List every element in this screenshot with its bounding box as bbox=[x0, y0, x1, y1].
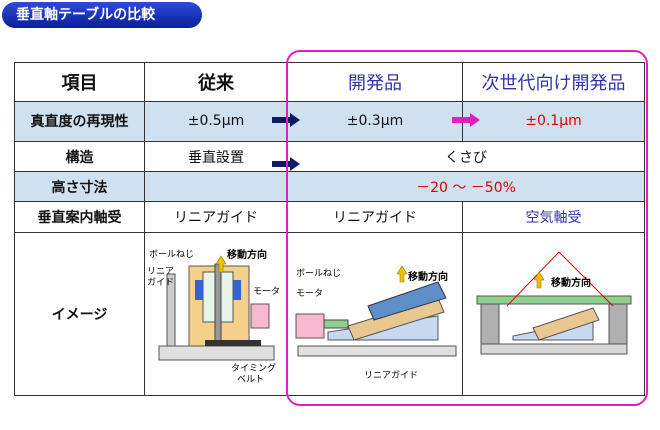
image-row: イメージ ボールねじ 移動方向 リニア ガイド モータ タイミング ベルト bbox=[14, 231, 645, 397]
next-gen-diagram: 移動方向 bbox=[476, 251, 632, 355]
guide-developed: リニアガイド bbox=[287, 201, 463, 233]
guide-conventional: リニアガイド bbox=[144, 201, 288, 233]
dev-ballscrew-label: ボールねじ bbox=[296, 268, 341, 279]
conv-guide-label: ガイド bbox=[147, 277, 174, 288]
developed-diagram-cell: ボールねじ モータ 移動方向 リニアガイド bbox=[287, 231, 463, 397]
conv-linear-label: リニア bbox=[147, 267, 174, 277]
height-label: 高さ寸法 bbox=[14, 171, 145, 203]
dev-linear-guide-label: リニアガイド bbox=[364, 370, 418, 381]
next-gen-diagram-cell: 移動方向 bbox=[462, 231, 645, 397]
comparison-table: 項目 従来 開発品 次世代向け開発品 真直度の再現性 ±0.5μm ±0.3μm… bbox=[14, 62, 645, 397]
guide-label: 垂直案内軸受 bbox=[14, 201, 145, 233]
conventional-diagram: ボールねじ 移動方向 リニア ガイド モータ タイミング ベルト bbox=[147, 248, 280, 385]
dev-direction-label: 移動方向 bbox=[408, 270, 448, 283]
structure-new: くさび bbox=[287, 141, 645, 173]
structure-row: 構造 垂直設置 くさび bbox=[14, 141, 645, 173]
header-conventional: 従来 bbox=[144, 62, 288, 102]
conv-direction-label: 移動方向 bbox=[227, 248, 267, 261]
arrow-icon bbox=[272, 113, 300, 127]
accuracy-next-gen: ±0.1μm bbox=[462, 100, 645, 143]
developed-diagram: ボールねじ モータ 移動方向 リニアガイド bbox=[295, 265, 457, 381]
header-next-gen: 次世代向け開発品 bbox=[462, 62, 645, 102]
conv-motor-label: モータ bbox=[253, 286, 280, 297]
guide-row: 垂直案内軸受 リニアガイド リニアガイド 空気軸受 bbox=[14, 201, 645, 233]
dev-motor-label: モータ bbox=[296, 288, 323, 299]
accuracy-conventional: ±0.5μm bbox=[144, 100, 288, 143]
structure-label: 構造 bbox=[14, 141, 145, 173]
header-row: 項目 従来 開発品 次世代向け開発品 bbox=[14, 62, 645, 102]
accuracy-row: 真直度の再現性 ±0.5μm ±0.3μm ±0.1μm bbox=[14, 100, 645, 143]
height-new: －20 ～ －50% bbox=[287, 171, 645, 203]
page-title: 垂直軸テーブルの比較 bbox=[2, 2, 202, 28]
conventional-diagram-cell: ボールねじ 移動方向 リニア ガイド モータ タイミング ベルト bbox=[144, 231, 288, 397]
header-developed: 開発品 bbox=[287, 62, 463, 102]
height-row: 高さ寸法 －20 ～ －50% bbox=[14, 171, 645, 203]
structure-conventional: 垂直設置 bbox=[144, 141, 288, 173]
conv-timing-label: タイミング bbox=[231, 362, 276, 374]
header-item: 項目 bbox=[14, 62, 145, 102]
conv-belt-label: ベルト bbox=[237, 375, 264, 385]
accuracy-label: 真直度の再現性 bbox=[14, 100, 145, 143]
arrow-icon bbox=[452, 113, 480, 127]
conv-ballscrew-label: ボールねじ bbox=[149, 249, 194, 260]
image-label: イメージ bbox=[14, 231, 145, 397]
next-direction-label: 移動方向 bbox=[551, 276, 591, 289]
guide-next-gen: 空気軸受 bbox=[462, 201, 645, 233]
accuracy-developed: ±0.3μm bbox=[287, 100, 463, 143]
arrow-icon bbox=[272, 157, 300, 171]
